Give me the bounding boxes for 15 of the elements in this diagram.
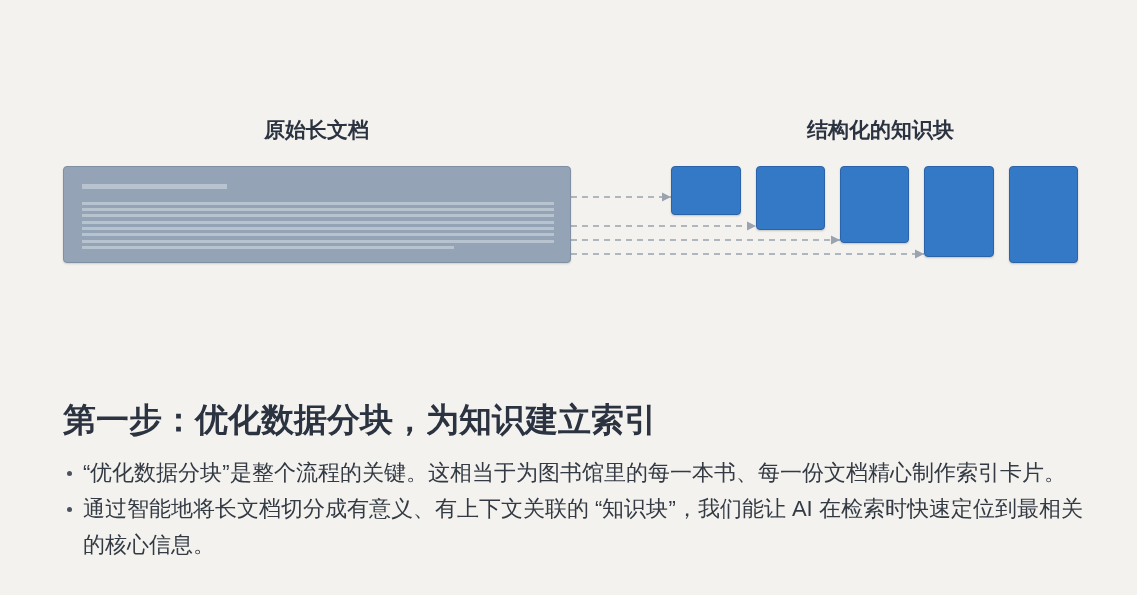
dashed-arrow <box>570 221 757 231</box>
knowledge-chunk-box <box>840 166 909 243</box>
knowledge-chunk-box <box>924 166 994 257</box>
knowledge-chunk-box <box>756 166 825 230</box>
knowledge-chunk-box <box>1009 166 1078 263</box>
column-heading: 原始长文档 <box>263 117 369 143</box>
bullet-text: 通过智能地将长文档切分成有意义、有上下文关联的 “知识块”，我们能让 AI 在检索时快速定位到最相关的核心信息。 <box>83 495 1084 559</box>
knowledge-chunk-box <box>671 166 741 215</box>
dashed-arrow <box>570 235 841 245</box>
dashed-arrow <box>570 192 672 202</box>
slide-title: 第一步：优化数据分块，为知识建立索引 <box>63 400 657 440</box>
bullet-text: “优化数据分块”是整个流程的关键。这相当于为图书馆里的每一本书、每一份文档精心制作索引卡片。 <box>83 459 1066 487</box>
column-heading: 结构化的知识块 <box>806 117 954 143</box>
dashed-arrow <box>570 249 925 259</box>
document-box <box>63 166 571 263</box>
